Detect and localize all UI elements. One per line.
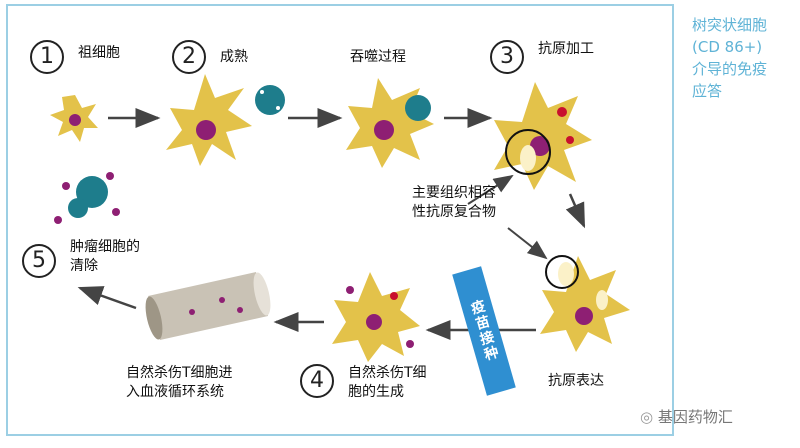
step-5-number: 5 [22,244,56,278]
step-4-number: 4 [300,364,334,398]
side-title: 树突状细胞 (CD 86+) 介导的免疫 应答 [692,16,768,100]
label-nkt-generation: 自然杀伤T细 胞的生成 [348,365,427,400]
tumor-clearance-cluster [54,172,120,224]
step-3-number: 3 [490,40,524,74]
mature-cell [166,74,285,166]
arrow-mhc-to-present [507,227,548,260]
nkt-cell-cluster [332,272,420,362]
processing-cell [494,82,592,190]
label-antigen-processing: 抗原加工 [538,41,594,57]
watermark-text: 基因药物汇 [657,408,733,426]
step-2-number: 2 [172,40,206,74]
label-progenitor: 祖细胞 [78,45,120,61]
watermark: ◎ 基因药物汇 [640,406,733,427]
label-tumor-clearance: 肿瘤细胞的 清除 [70,239,140,274]
arrow-mhc-to-3 [467,174,514,205]
diagram-frame [6,4,674,436]
phagocytosis-cell [346,78,434,168]
label-phagocytosis: 吞噬过程 [350,49,406,65]
label-maturation: 成熟 [220,49,248,65]
label-nkt-circulation: 自然杀伤T细胞进 入血液循环系统 [126,365,233,400]
progenitor-cell [50,95,98,142]
arrow-blood-to-5 [77,286,137,310]
wechat-icon: ◎ [640,408,658,426]
label-antigen-presentation: 抗原表达 [548,373,604,389]
label-mhc: 主要组织相容 性抗原复合物 [412,185,496,220]
presentation-cell [540,255,630,352]
step-1-number: 1 [30,40,64,74]
blood-vessel [145,272,271,340]
arrow-3-to-present [565,193,586,229]
